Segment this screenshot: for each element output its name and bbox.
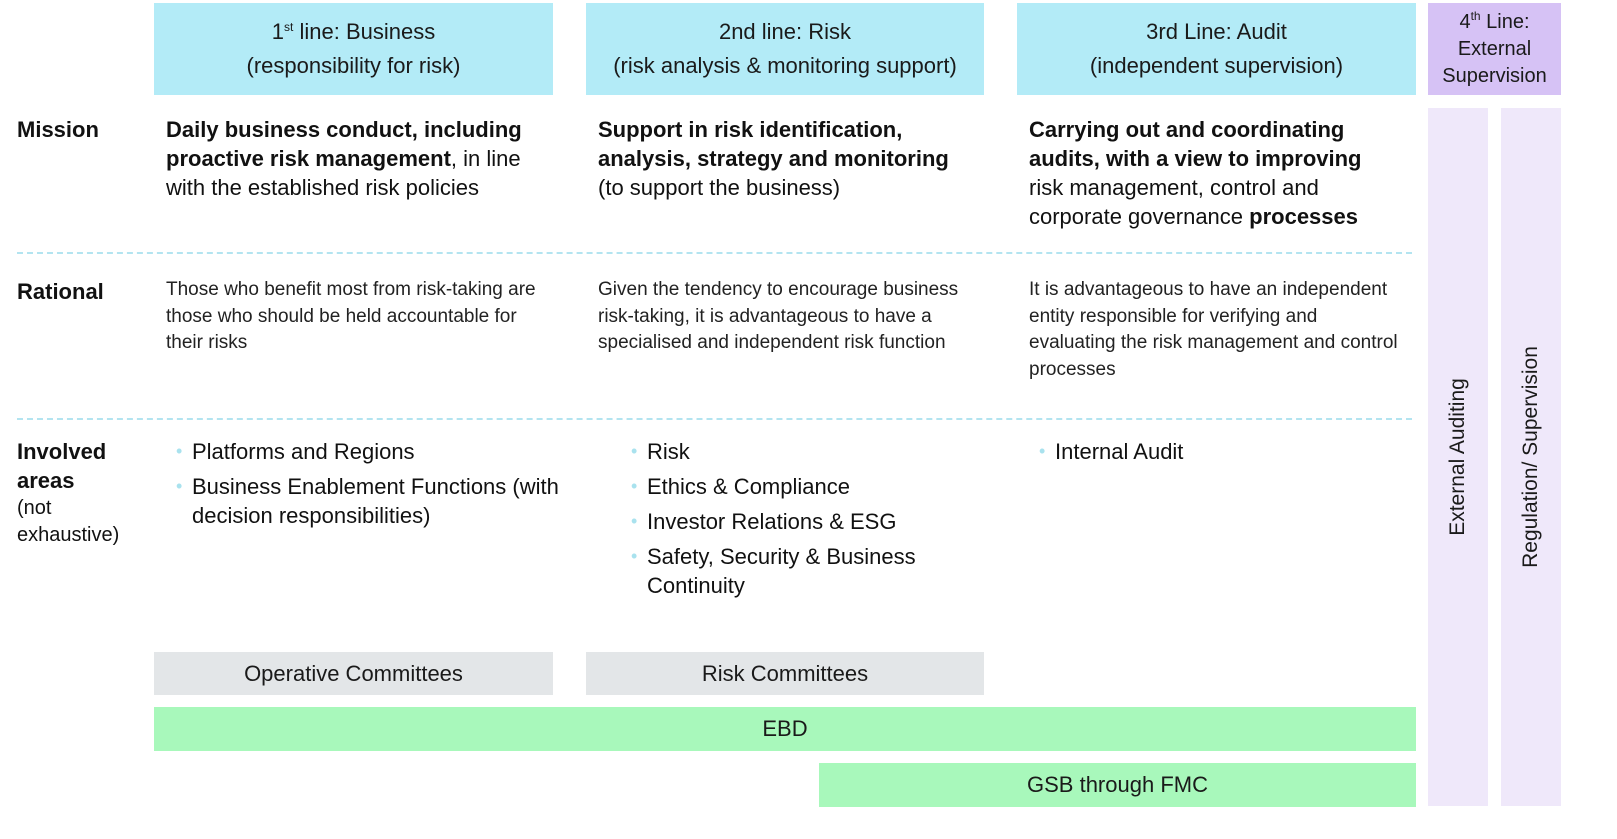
row-label-involved-title: Involved areas <box>17 439 107 493</box>
bullet-icon: • <box>176 476 183 496</box>
mission-second-line-rest: (to support the business) <box>598 175 841 200</box>
rational-third-line: It is advantageous to have an independen… <box>1029 279 1398 380</box>
divider-mission-rational <box>17 252 1412 254</box>
mission-third-line-bold-end: processes <box>1249 204 1358 229</box>
header-third-line-title: 3rd Line: Audit <box>1146 19 1287 44</box>
header-second-line: 2nd line: Risk (risk analysis & monitori… <box>586 3 984 95</box>
row-label-involved: Involved areas (not exhaustive) <box>17 437 142 549</box>
header-fourth-line-supervision: Supervision <box>1442 64 1547 87</box>
bullet-icon: • <box>631 476 638 496</box>
mission-second-line-bold: Support in risk identification, analysis… <box>598 117 949 171</box>
header-fourth-line: 4th Line: External Supervision <box>1428 3 1561 95</box>
header-third-line-subtitle: (independent supervision) <box>1089 53 1344 78</box>
header-fourth-line-external: External <box>1457 37 1532 60</box>
header-second-line-subtitle: (risk analysis & monitoring support) <box>613 53 957 78</box>
list-item: •Safety, Security & Business Continuity <box>631 544 916 598</box>
row-label-mission: Mission <box>17 117 99 142</box>
regulation-supervision-column: Regulation/ Supervision <box>1501 108 1561 806</box>
areas-third-line-list: •Internal Audit <box>1039 437 1379 472</box>
risk-committees-bar: Risk Committees <box>586 652 984 695</box>
bullet-icon: • <box>631 441 638 461</box>
areas-first-line-list: •Platforms and Regions •Business Enablem… <box>176 437 561 536</box>
operative-committees-bar: Operative Committees <box>154 652 553 695</box>
mission-first-line-rest: , in line with the established risk poli… <box>166 146 521 200</box>
mission-third-line-rest: risk management, control and corporate g… <box>1029 175 1319 229</box>
bullet-icon: • <box>631 511 638 531</box>
gsb-bar: GSB through FMC <box>819 763 1416 807</box>
list-item: •Internal Audit <box>1039 439 1184 464</box>
ebd-bar: EBD <box>154 707 1416 751</box>
list-item: •Business Enablement Functions (with dec… <box>176 474 559 528</box>
bullet-icon: • <box>176 441 183 461</box>
header-first-line: 1st line: Business (responsibility for r… <box>154 3 553 95</box>
rational-first-line: Those who benefit most from risk-taking … <box>166 279 536 353</box>
header-second-line-title: 2nd line: Risk <box>718 19 852 44</box>
header-first-line-title: 1st line: Business <box>271 19 436 44</box>
list-item: •Ethics & Compliance <box>631 474 850 499</box>
header-first-line-subtitle: (responsibility for risk) <box>246 53 461 78</box>
row-label-involved-note: (not exhaustive) <box>17 497 120 546</box>
mission-third-line-bold: Carrying out and coordinating audits, wi… <box>1029 117 1362 171</box>
regulation-supervision-label: Regulation/ Supervision <box>1519 346 1542 568</box>
bullet-icon: • <box>1039 441 1046 461</box>
list-item: •Platforms and Regions <box>176 439 415 464</box>
divider-rational-areas <box>17 418 1412 420</box>
header-third-line: 3rd Line: Audit (independent supervision… <box>1017 3 1416 95</box>
header-fourth-line-title: 4th Line: <box>1459 8 1530 33</box>
rational-second-line: Given the tendency to encourage business… <box>598 279 959 353</box>
external-auditing-column: External Auditing <box>1428 108 1488 806</box>
mission-second-line: Support in risk identification, analysis… <box>598 115 968 202</box>
bullet-icon: • <box>631 546 638 566</box>
external-auditing-label: External Auditing <box>1446 378 1469 536</box>
list-item: •Risk <box>631 439 690 464</box>
mission-first-line: Daily business conduct, including proact… <box>166 115 556 202</box>
list-item: •Investor Relations & ESG <box>631 509 897 534</box>
mission-first-line-bold: Daily business conduct, including proact… <box>166 117 522 171</box>
areas-second-line-list: •Risk •Ethics & Compliance •Investor Rel… <box>631 437 971 606</box>
row-label-rational: Rational <box>17 279 104 304</box>
mission-third-line: Carrying out and coordinating audits, wi… <box>1029 115 1399 231</box>
